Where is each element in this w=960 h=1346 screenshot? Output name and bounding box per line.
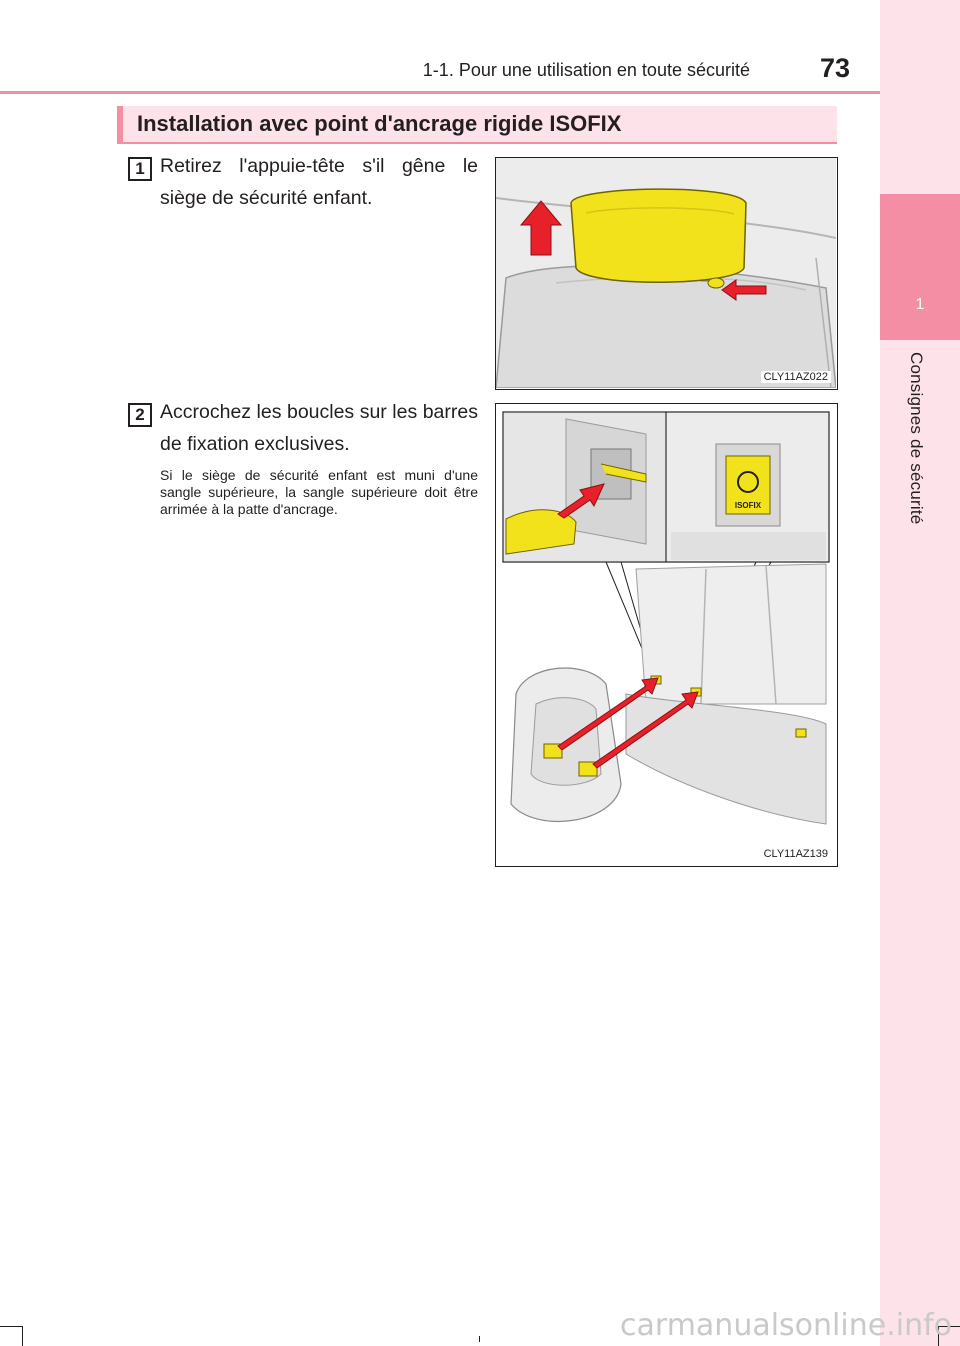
watermark: carmanualsonline.info	[620, 1308, 952, 1343]
headrest-removal-illustration: CLY11AZ022	[495, 157, 838, 390]
step-number-2: 2	[128, 403, 152, 427]
chapter-marker	[880, 194, 960, 340]
chapter-title: Consignes de sécurité	[907, 352, 926, 525]
crop-mark	[22, 1326, 23, 1346]
running-header: 1-1. Pour une utilisation en toute sécur…	[422, 60, 750, 80]
section-heading: Installation avec point d'ancrage rigide…	[137, 111, 622, 136]
step-2-note: Si le siège de sécurité enfant est muni …	[160, 467, 478, 517]
header-rule	[0, 91, 880, 94]
isofix-label: ISOFIX	[735, 501, 762, 510]
crop-mark	[938, 1326, 939, 1346]
crop-mark	[479, 1336, 480, 1342]
isofix-anchor-illustration: ISOFIX CLY11AZ139	[495, 403, 838, 867]
figure-code: CLY11AZ022	[760, 371, 831, 383]
chapter-number: 1	[915, 296, 925, 313]
step-2-text: Accrochez les boucles sur les barres de …	[160, 401, 478, 455]
chapter-side-tab: 1 Consignes de sécurité	[880, 0, 960, 1346]
step-number-1: 1	[128, 157, 152, 181]
crop-mark	[938, 1326, 960, 1327]
headrest-drawing	[496, 158, 836, 388]
figure-code: CLY11AZ139	[760, 848, 831, 860]
isofix-drawing: ISOFIX	[496, 404, 836, 865]
crop-mark	[0, 1326, 22, 1327]
page-number: 73	[819, 53, 850, 83]
section-heading-bar: Installation avec point d'ancrage rigide…	[117, 106, 837, 144]
step-1-text: Retirez l'appuie-tête s'il gêne le siège…	[160, 155, 478, 209]
